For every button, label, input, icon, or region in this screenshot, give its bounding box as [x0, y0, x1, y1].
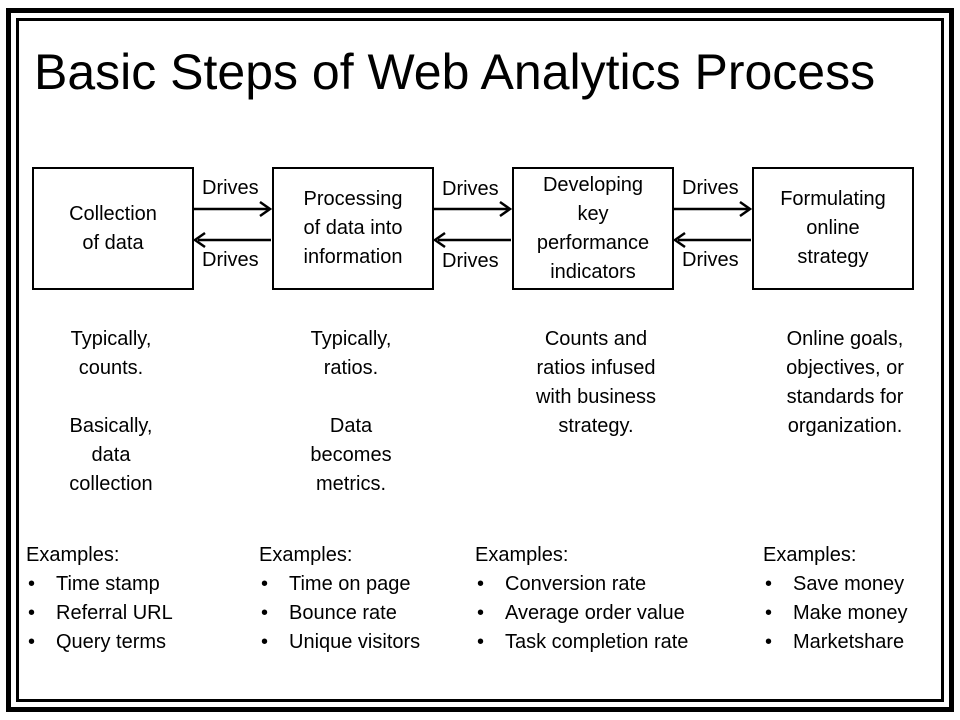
examples-list: Time stamp Referral URL Query terms: [26, 570, 173, 657]
drives-label-forward: Drives: [442, 178, 499, 200]
drives-label-forward: Drives: [682, 177, 739, 199]
step-line: Developing: [542, 173, 644, 196]
drives-label-backward: Drives: [682, 249, 739, 271]
examples-heading: Examples:: [475, 544, 569, 566]
examples-list: Conversion rate Average order value Task…: [475, 570, 688, 657]
examples-list: Save money Make money Marketshare: [763, 570, 908, 657]
examples-processing: Examples: Time on page Bounce rate Uniqu…: [259, 541, 420, 657]
step-description-kpi: Counts and ratios infused with business …: [500, 325, 692, 441]
example-item: Marketshare: [763, 628, 908, 657]
example-item: Conversion rate: [475, 570, 688, 599]
description-line: Data: [329, 415, 373, 437]
step-description-processing: Typically, ratios. Data becomes metrics.: [272, 325, 430, 499]
description-line: ratios infused: [536, 357, 656, 379]
step-line: information: [303, 246, 403, 268]
step-line: Collection: [69, 202, 157, 225]
description-line: standards for: [786, 386, 904, 408]
examples-list: Time on page Bounce rate Unique visitors: [259, 570, 420, 657]
drives-label-forward: Drives: [202, 177, 259, 199]
description-line: ratios.: [323, 357, 379, 379]
description-line: Counts and: [544, 328, 648, 350]
example-item: Time stamp: [26, 570, 173, 599]
step-box-strategy: Formulating online strategy: [752, 167, 914, 290]
description-line: strategy.: [558, 415, 634, 437]
description-line: counts.: [78, 357, 144, 379]
outer-frame: [6, 8, 954, 712]
examples-kpi: Examples: Conversion rate Average order …: [475, 541, 688, 657]
description-line: Online goals,: [786, 328, 904, 350]
description-line: Basically,: [69, 415, 153, 437]
step-line: key: [577, 202, 609, 225]
diagram-title: Basic Steps of Web Analytics Process: [34, 44, 876, 100]
description-line: data: [91, 444, 131, 466]
step-line: of data into: [303, 217, 403, 239]
step-line: indicators: [550, 260, 636, 283]
example-item: Make money: [763, 599, 908, 628]
drives-label-backward: Drives: [202, 249, 259, 271]
step-line: strategy: [797, 246, 869, 268]
step-line: online: [806, 217, 860, 239]
description-line: becomes: [310, 444, 392, 466]
step-line: Processing: [303, 188, 403, 210]
description-line: Typically,: [70, 328, 152, 350]
description-spacer: [272, 383, 430, 412]
description-line: Typically,: [310, 328, 392, 350]
step-box-collection: Collection of data: [32, 167, 194, 290]
examples-strategy: Examples: Save money Make money Marketsh…: [763, 541, 908, 657]
example-item: Average order value: [475, 599, 688, 628]
description-line: collection: [69, 473, 153, 495]
step-line: Formulating: [780, 188, 886, 210]
step-line: of data: [82, 231, 144, 254]
step-box-processing: Processing of data into information: [272, 167, 434, 290]
inner-frame: [16, 18, 944, 702]
example-item: Time on page: [259, 570, 420, 599]
example-item: Unique visitors: [259, 628, 420, 657]
description-spacer: [32, 383, 190, 412]
example-item: Referral URL: [26, 599, 173, 628]
description-line: with business: [535, 386, 657, 408]
step-box-kpi: Developing key performance indicators: [512, 167, 674, 290]
example-item: Task completion rate: [475, 628, 688, 657]
description-line: metrics.: [316, 473, 386, 495]
example-item: Bounce rate: [259, 599, 420, 628]
example-item: Query terms: [26, 628, 173, 657]
step-description-strategy: Online goals, objectives, or standards f…: [760, 325, 930, 441]
example-item: Save money: [763, 570, 908, 599]
examples-heading: Examples:: [259, 544, 353, 566]
step-description-collection: Typically, counts. Basically, data colle…: [32, 325, 190, 499]
examples-collection: Examples: Time stamp Referral URL Query …: [26, 541, 173, 657]
examples-heading: Examples:: [26, 544, 120, 566]
description-line: organization.: [787, 415, 903, 437]
drives-label-backward: Drives: [442, 250, 499, 272]
step-line: performance: [536, 231, 650, 254]
examples-heading: Examples:: [763, 544, 857, 566]
description-line: objectives, or: [786, 357, 904, 379]
